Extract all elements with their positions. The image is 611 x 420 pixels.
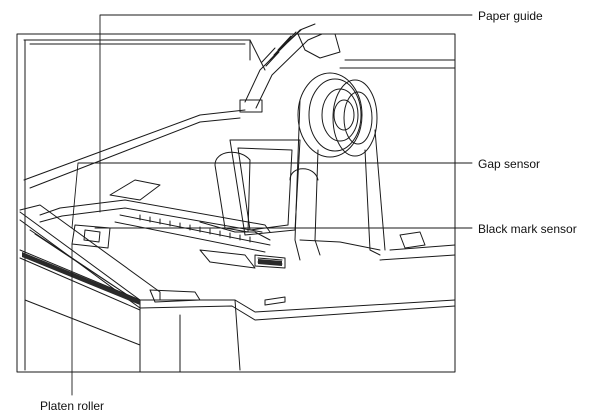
printer-housing-back: [23, 39, 456, 371]
leader-paper-guide: [99, 14, 473, 213]
media-holder: [214, 72, 386, 261]
paper-guide-label: Paper guide: [478, 9, 543, 23]
platen-hatch: [22, 252, 140, 305]
paper-guide-rail: [39, 179, 271, 253]
ribbon-gear-arm: [239, 23, 341, 113]
diagram-frame: [16, 33, 456, 373]
gap-sensor-label: Gap sensor: [478, 157, 541, 171]
leader-gap-sensor: [71, 162, 473, 229]
printer-front-cover: [24, 231, 456, 373]
sensor-assembly: [71, 224, 286, 269]
platen-roller-label: Platen roller: [40, 399, 105, 413]
small-gear-hatch: [258, 259, 282, 266]
black-mark-sensor-label: Black mark sensor: [478, 222, 577, 236]
platen-roller-drawing: [19, 204, 201, 311]
